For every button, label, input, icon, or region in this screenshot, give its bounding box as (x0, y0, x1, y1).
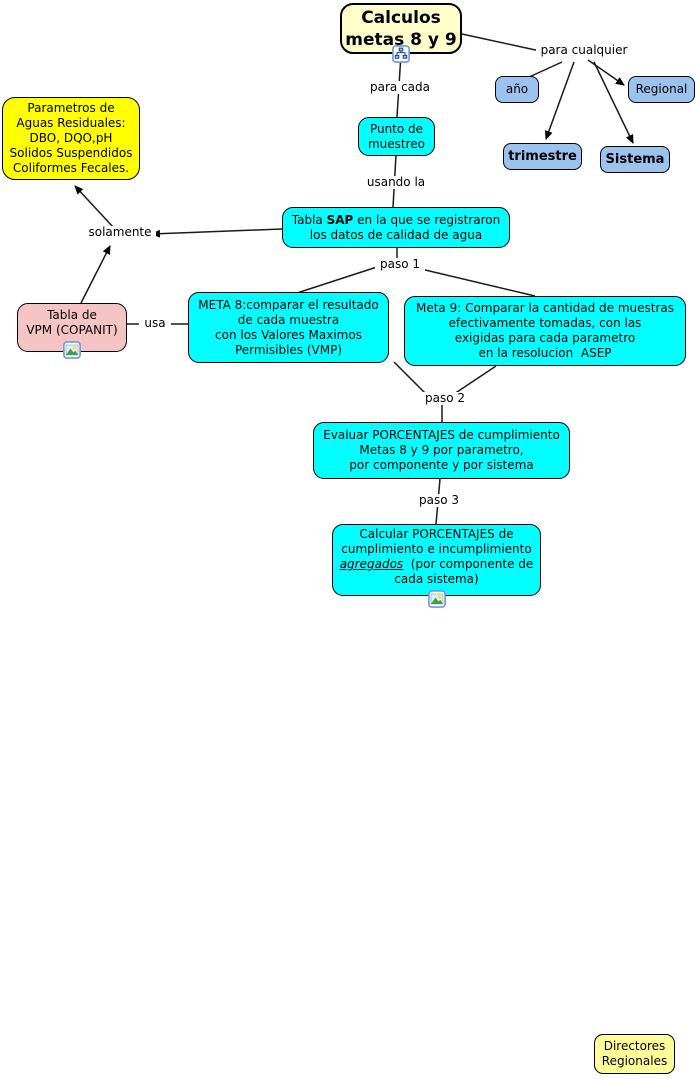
linking-phrase-para-cada[interactable]: para cada (366, 81, 434, 94)
connector-paso1-to-meta9 (420, 268, 536, 297)
arrow-para-cualquier-to-sistema (593, 61, 634, 144)
node-tabla-sap[interactable]: Tabla SAP en la que se registraron los d… (282, 207, 510, 248)
node-sistema[interactable]: Sistema (600, 146, 670, 173)
node-meta-8[interactable]: META 8:comparar el resultado de cada mue… (188, 292, 389, 363)
image-resource-icon[interactable] (428, 590, 446, 608)
image-resource-icon[interactable] (63, 341, 81, 359)
node-trimestre-text: trimestre (508, 149, 577, 164)
node-meta-9[interactable]: Meta 9: Comparar la cantidad de muestras… (404, 296, 686, 366)
sap-line1-prefix: Tabla (291, 212, 327, 227)
connector-calculos-to-para-cualquier (461, 33, 541, 52)
linking-phrase-paso-1[interactable]: paso 1 (375, 258, 425, 271)
calcular-line1: Calcular PORCENTAJES de (359, 527, 514, 541)
node-punto-de-muestreo[interactable]: Punto de muestreo (358, 117, 435, 156)
arrow-para-cualquier-to-trimestre (544, 61, 575, 140)
concept-map-resource-icon[interactable] (392, 45, 410, 63)
node-directores-regionales[interactable]: Directores Regionales (594, 1034, 675, 1074)
linking-phrase-usa[interactable]: usa (139, 317, 171, 330)
linking-phrase-paso-3[interactable]: paso 3 (414, 494, 464, 507)
arrow-tabla-sap-to-solamente (151, 228, 283, 238)
node-evaluar-porcentajes[interactable]: Evaluar PORCENTAJES de cumplimiento Meta… (313, 422, 570, 479)
node-ano[interactable]: año (495, 76, 539, 103)
node-evaluar-text: Evaluar PORCENTAJES de cumplimiento Meta… (323, 428, 560, 472)
linking-phrase-para-cualquier[interactable]: para cualquier (536, 44, 632, 57)
node-tabla-sap-text: Tabla SAP en la que se registraron los d… (292, 213, 500, 243)
arrow-para-cualquier-to-regional (587, 59, 625, 86)
sap-line1-bold: SAP (326, 212, 354, 227)
sap-line2: los datos de calidad de agua (309, 227, 483, 242)
linking-phrase-paso-2[interactable]: paso 2 (420, 392, 470, 405)
node-parametros-text: Parametros de Aguas Residuales: DBO, DQO… (9, 101, 133, 175)
linking-phrase-usando-la[interactable]: usando la (360, 176, 432, 189)
calcular-line3-rest: (por componente de (403, 557, 534, 571)
arrow-tabla-vpm-to-solamente (80, 245, 111, 304)
node-calcular-text: Calcular PORCENTAJES de cumplimiento e i… (340, 527, 534, 587)
node-directores-text: Directores Regionales (601, 1039, 668, 1068)
node-tabla-vpm-text: Tabla de VPM (COPANIT) (26, 307, 118, 337)
calcular-line4: cada sistema) (394, 572, 479, 586)
node-punto-text: Punto de muestreo (367, 121, 426, 151)
connector-para-cualquier-to-ano (526, 61, 563, 79)
calcular-line3-emphasis: agregados (339, 557, 404, 571)
node-meta-8-text: META 8:comparar el resultado de cada mue… (198, 297, 379, 357)
calcular-line2: cumplimiento e incumplimiento (341, 542, 532, 556)
arrow-solamente-to-parametros (74, 185, 114, 228)
node-parametros-aguas-residuales[interactable]: Parametros de Aguas Residuales: DBO, DQO… (2, 97, 140, 180)
sap-line1-suffix: en la que se registraron (353, 212, 501, 227)
linking-phrase-solamente[interactable]: solamente (84, 226, 156, 239)
node-meta-9-text: Meta 9: Comparar la cantidad de muestras… (415, 301, 674, 360)
node-calculos-text: Calculos metas 8 y 9 (345, 7, 457, 50)
node-sistema-text: Sistema (605, 152, 665, 167)
connector-paso1-to-meta8 (296, 265, 381, 294)
node-trimestre[interactable]: trimestre (503, 143, 582, 170)
node-calcular-porcentajes[interactable]: Calcular PORCENTAJES de cumplimiento e i… (332, 524, 541, 596)
node-ano-text: año (505, 82, 529, 96)
node-regional-text: Regional (635, 82, 688, 96)
node-regional[interactable]: Regional (628, 76, 695, 103)
